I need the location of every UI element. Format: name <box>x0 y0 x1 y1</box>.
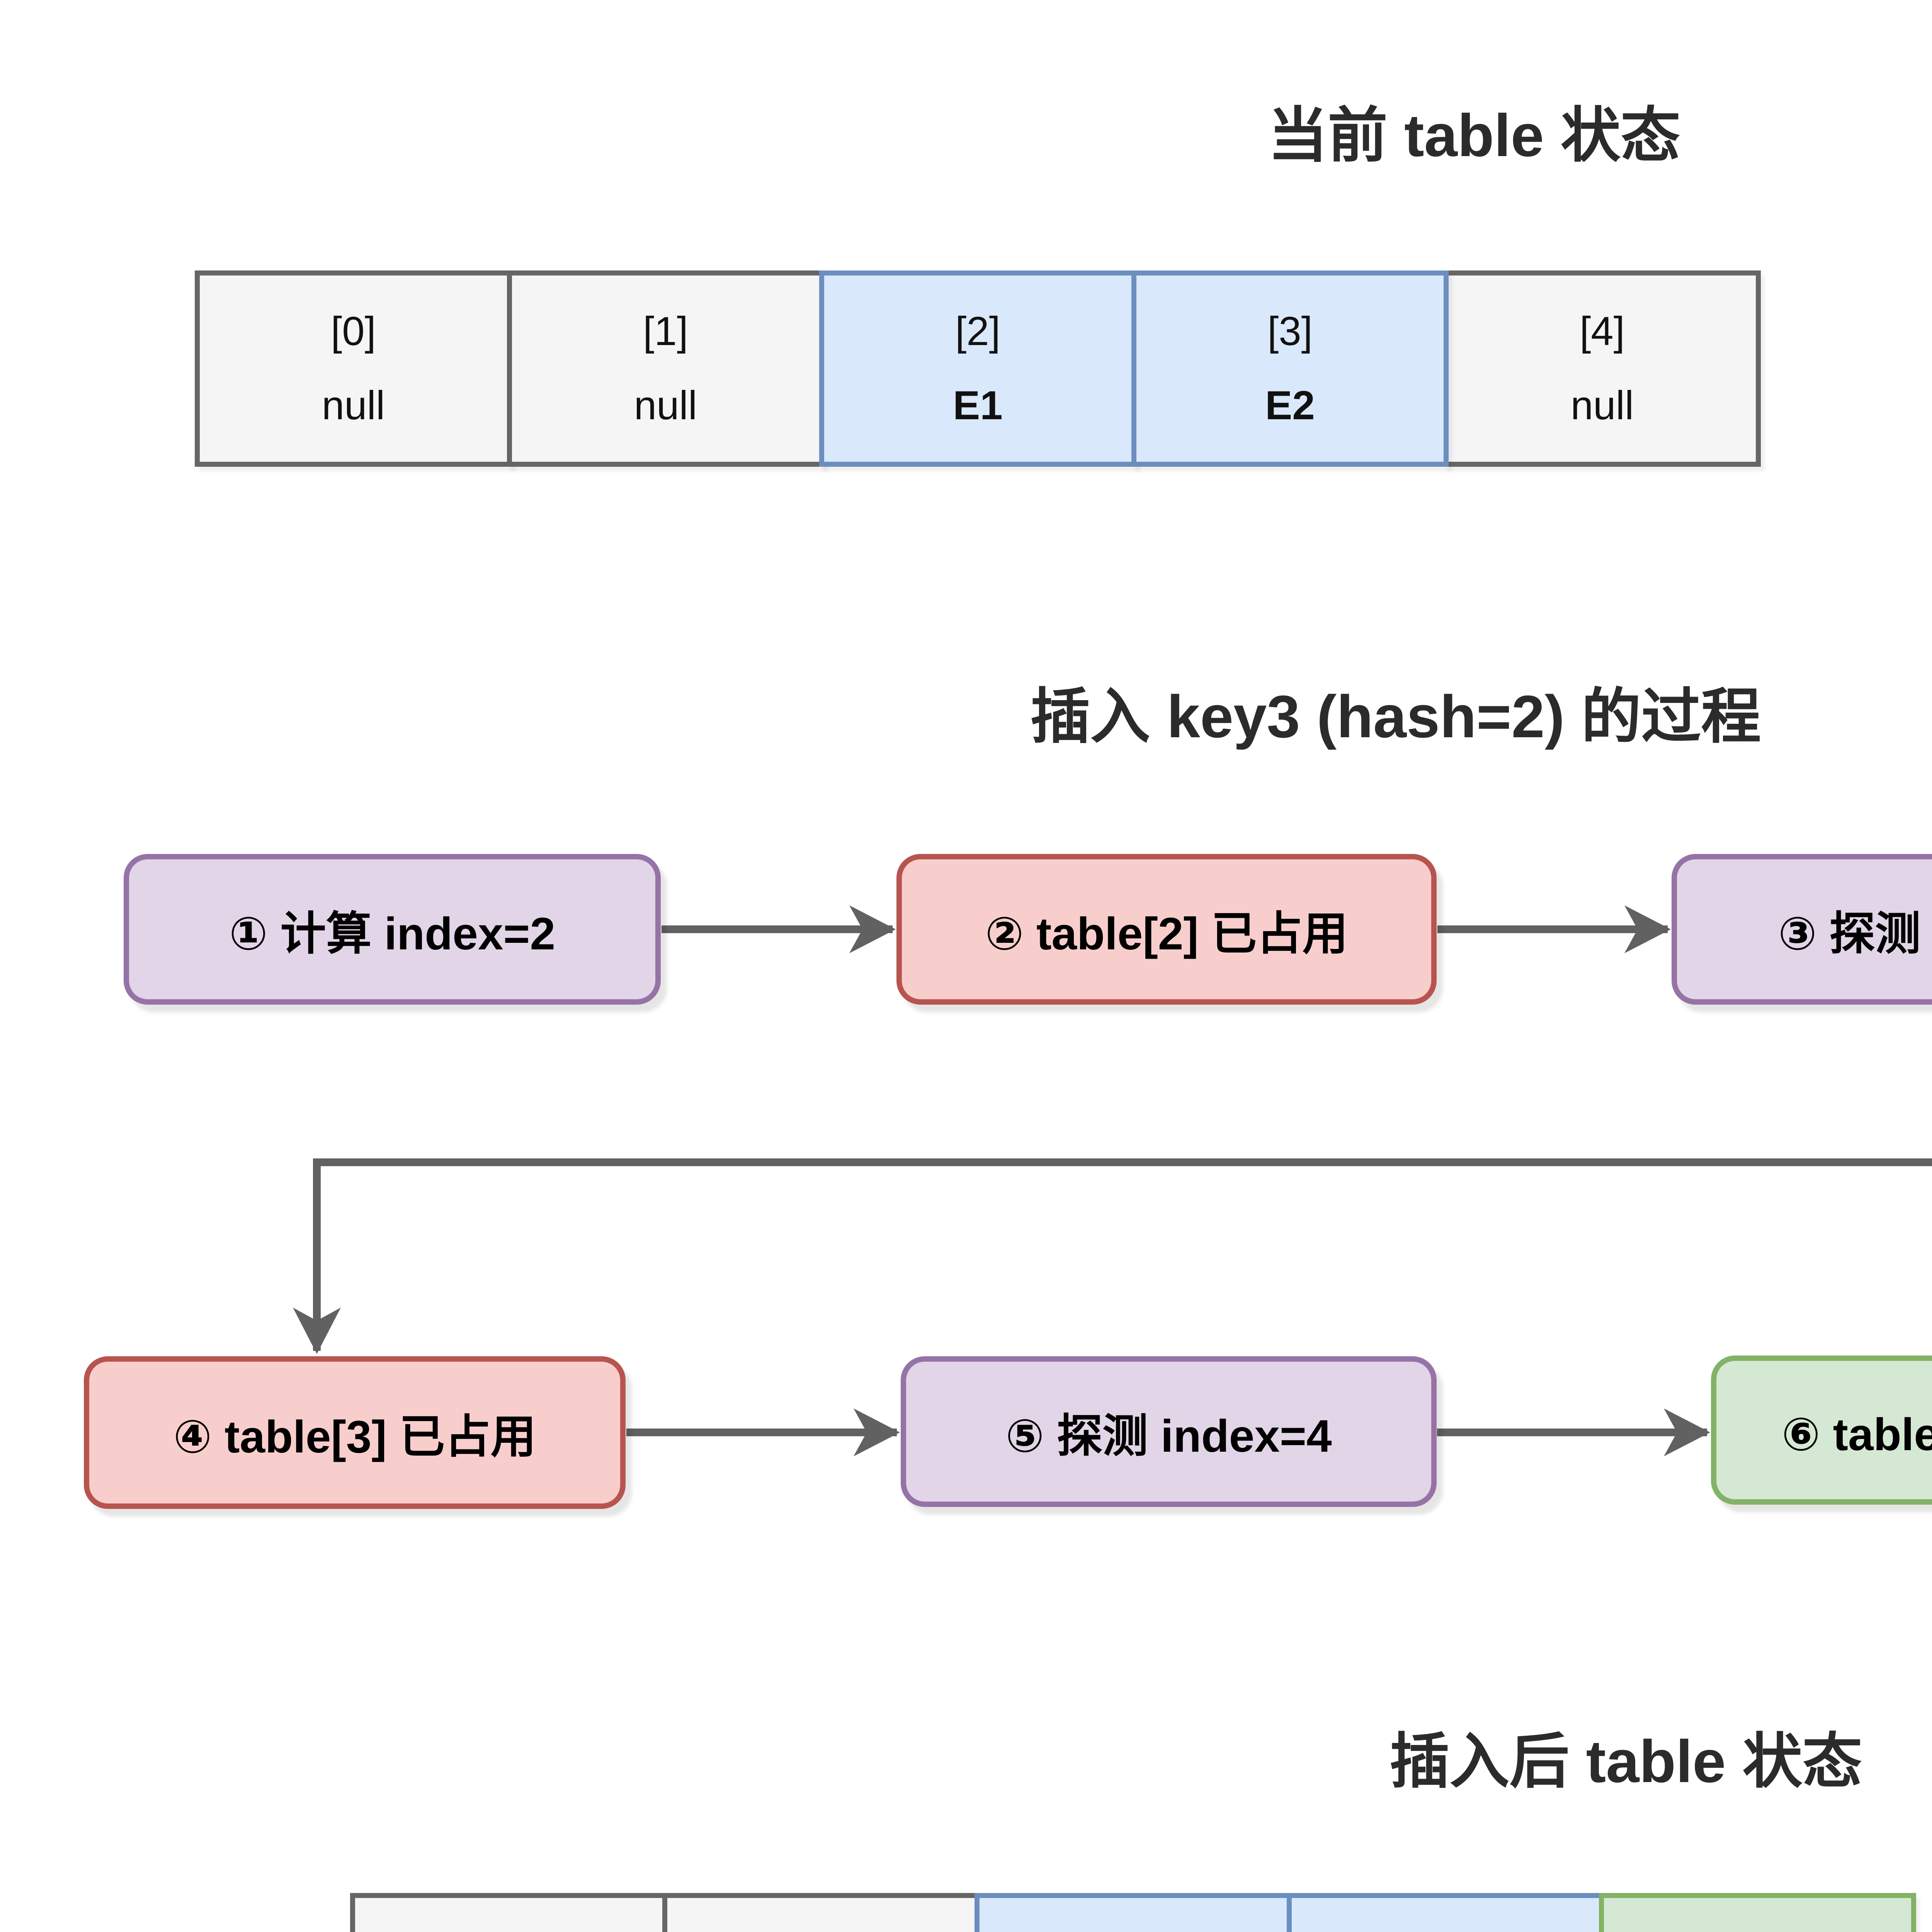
cell-index: [1] <box>798 1930 844 1932</box>
cell-index: [2] <box>955 309 1000 354</box>
table-cell: [2] E1 <box>819 270 1136 467</box>
table-cell: [0] null <box>195 270 512 467</box>
table-cell: [4] null <box>1444 270 1761 467</box>
cell-value: E1 <box>953 383 1003 428</box>
table-cell: [3] E2 <box>1287 1893 1604 1932</box>
table-cell: [4] E3 ✓ <box>1599 1893 1916 1932</box>
title-current-table-state: 当前 table 状态 <box>1268 102 1680 169</box>
hash-table-before: [0] null [1] null [2] E1 [3] E2 [4] null <box>195 270 1761 467</box>
step-2-box: ② table[2] 已占用 <box>896 854 1437 1005</box>
table-cell: [1] null <box>662 1893 980 1932</box>
cell-index: [0] <box>486 1930 531 1932</box>
cell-value: null <box>321 383 385 428</box>
step-6-box: ⑥ table[4]=null，插入! <box>1711 1355 1932 1505</box>
table-cell: [0] null <box>350 1893 667 1932</box>
step-4-box: ④ table[3] 已占用 <box>84 1356 626 1509</box>
step-3-box: ③ 探测 index=3 <box>1672 854 1932 1005</box>
cell-index: [1] <box>643 309 688 354</box>
title-after-table-state: 插入后 table 状态 <box>1389 1728 1862 1795</box>
cell-index: [3] <box>1423 1930 1468 1932</box>
arrow-step3-step4-connector-icon <box>293 1158 1932 1354</box>
step-1-box: ① 计算 index=2 <box>124 854 661 1005</box>
cell-index: [4] <box>1733 1930 1782 1932</box>
table-cell: [3] E2 <box>1131 270 1449 467</box>
cell-value: null <box>1570 383 1634 428</box>
step-5-box: ⑤ 探测 index=4 <box>901 1356 1437 1507</box>
table-cell: [2] E1 <box>975 1893 1292 1932</box>
table-cell: [1] null <box>507 270 824 467</box>
cell-value: null <box>634 383 697 428</box>
cell-index: [3] <box>1267 309 1313 354</box>
cell-index: [4] <box>1580 309 1625 354</box>
cell-index: [2] <box>1111 1930 1156 1932</box>
cell-index: [0] <box>331 309 376 354</box>
cell-value: E2 <box>1265 383 1315 428</box>
title-insert-process: 插入 key3 (hash=2) 的过程 <box>1030 683 1761 750</box>
hash-table-after: [0] null [1] null [2] E1 [3] E2 [4] E3 ✓ <box>350 1893 1916 1932</box>
